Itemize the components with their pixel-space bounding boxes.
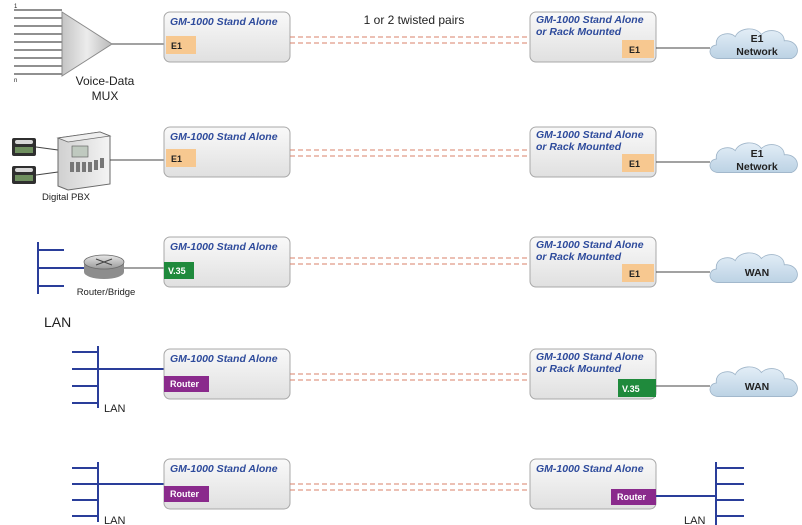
lan-bus bbox=[37, 242, 84, 294]
mux-icon bbox=[61, 11, 113, 77]
twisted-pair-link bbox=[290, 257, 530, 265]
lan-bus bbox=[656, 462, 744, 525]
right-lan-label: LAN bbox=[684, 515, 705, 525]
telephone-icon bbox=[12, 166, 36, 184]
left-device-label: Voice-Data bbox=[76, 74, 135, 88]
right-unit-title: GM-1000 Stand Alone bbox=[536, 351, 644, 363]
right-unit-title: GM-1000 Stand Alone bbox=[536, 463, 644, 475]
right-unit-title: GM-1000 Stand Alone bbox=[536, 129, 644, 141]
row-3: LAN Router/Bridge GM-1000 Stand Alone V.… bbox=[37, 236, 798, 330]
row-1: 1 n Voice-Data MUX GM-1000 Stand Alone E… bbox=[14, 4, 798, 103]
right-unit-title-2: or Rack Mounted bbox=[536, 363, 622, 375]
left-port-label: E1 bbox=[171, 154, 182, 164]
right-port-tag bbox=[622, 264, 654, 282]
right-port-label: V.35 bbox=[622, 384, 640, 394]
twisted-pair-link bbox=[290, 36, 530, 44]
mux-input-lines bbox=[14, 9, 62, 75]
left-port-tag bbox=[166, 149, 196, 167]
right-unit-title-2: or Rack Mounted bbox=[536, 251, 622, 263]
mux-label-1: 1 bbox=[14, 4, 18, 10]
left-unit-title: GM-1000 Stand Alone bbox=[170, 463, 278, 475]
right-port-label: E1 bbox=[629, 269, 640, 279]
right-unit-title: GM-1000 Stand Alone bbox=[536, 14, 644, 26]
right-unit-title-2: or Rack Mounted bbox=[536, 141, 622, 153]
row-4: LAN GM-1000 Stand Alone Router GM-1000 S… bbox=[72, 346, 798, 415]
left-device-label: Digital PBX bbox=[42, 192, 91, 203]
left-port-tag bbox=[164, 486, 209, 502]
right-port-label: Router bbox=[617, 492, 646, 502]
right-port-tag bbox=[618, 379, 656, 397]
left-port-tag bbox=[164, 262, 194, 279]
lan-bus bbox=[72, 462, 164, 522]
pbx-icon bbox=[56, 131, 112, 191]
right-port-tag bbox=[622, 154, 654, 172]
cloud-label: WAN bbox=[745, 381, 770, 393]
left-lan-label: LAN bbox=[104, 515, 125, 525]
cloud-label-line2: Network bbox=[736, 161, 778, 173]
left-port-label: V.35 bbox=[168, 266, 186, 276]
left-port-label: E1 bbox=[171, 41, 182, 51]
left-unit-title: GM-1000 Stand Alone bbox=[170, 241, 278, 253]
left-lan-label: LAN bbox=[44, 314, 71, 330]
left-port-tag bbox=[166, 36, 196, 54]
mux-label-n: n bbox=[14, 78, 17, 84]
right-unit-title: GM-1000 Stand Alone bbox=[536, 239, 644, 251]
twisted-pair-link bbox=[290, 373, 530, 381]
twisted-pair-link bbox=[290, 483, 530, 491]
row-2: Digital PBX GM-1000 Stand Alone E1 GM-10… bbox=[12, 126, 798, 203]
left-port-label: Router bbox=[170, 489, 199, 499]
lan-bus bbox=[72, 346, 164, 408]
row-5: LAN GM-1000 Stand Alone Router GM-1000 S… bbox=[72, 458, 744, 525]
right-port-tag bbox=[622, 40, 654, 58]
twisted-pair-link bbox=[290, 149, 530, 157]
right-port-label: E1 bbox=[629, 45, 640, 55]
telephone-icon bbox=[12, 138, 36, 156]
cloud-label: E1 bbox=[751, 148, 764, 160]
twisted-pairs-label: 1 or 2 twisted pairs bbox=[364, 13, 465, 27]
cloud-label-line2: Network bbox=[736, 46, 778, 58]
router-icon bbox=[83, 254, 125, 279]
left-port-label: Router bbox=[170, 379, 199, 389]
left-lan-label: LAN bbox=[104, 403, 125, 415]
cloud-label: WAN bbox=[745, 267, 770, 279]
right-unit-title-2: or Rack Mounted bbox=[536, 26, 622, 38]
left-device-label-line2: MUX bbox=[92, 89, 119, 103]
left-unit-title: GM-1000 Stand Alone bbox=[170, 16, 278, 28]
left-device-label: Router/Bridge bbox=[77, 287, 136, 298]
left-unit-title: GM-1000 Stand Alone bbox=[170, 131, 278, 143]
left-port-tag bbox=[164, 376, 209, 392]
right-port-tag bbox=[611, 489, 656, 505]
cloud-label: E1 bbox=[751, 33, 764, 45]
left-unit-title: GM-1000 Stand Alone bbox=[170, 353, 278, 365]
right-port-label: E1 bbox=[629, 159, 640, 169]
